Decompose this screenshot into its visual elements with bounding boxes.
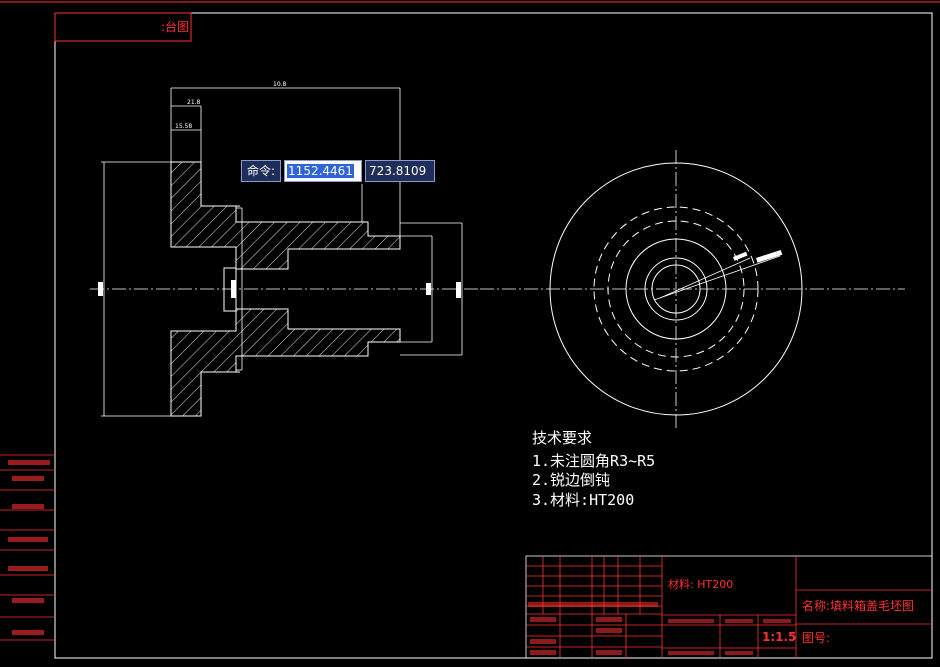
scale-value: 1:1.5 bbox=[762, 630, 796, 644]
end-view[interactable] bbox=[549, 162, 803, 416]
requirement-item-1: 1.未注圆角R3~R5 bbox=[532, 452, 655, 470]
command-input-overlay[interactable]: 命令: 1152.4461 723.8109 bbox=[241, 160, 436, 182]
corner-label-box bbox=[54, 12, 192, 42]
left-binding-labels bbox=[8, 460, 50, 635]
y-coordinate-input[interactable]: 723.8109 bbox=[365, 160, 436, 182]
bolt-circle-outer bbox=[593, 206, 759, 372]
boss-circle bbox=[625, 238, 727, 340]
drawing-number-label: 图号: bbox=[802, 631, 830, 645]
requirement-item-3: 3.材料:HT200 bbox=[532, 491, 634, 509]
part-name-label: 名称:填料箱盖毛坯图 bbox=[802, 598, 914, 613]
bolt-circle-inner bbox=[607, 220, 745, 358]
section-view[interactable] bbox=[170, 161, 463, 417]
section-lower-hatch bbox=[170, 308, 401, 417]
dimension-small: 15.58 bbox=[175, 123, 192, 130]
radial-leader-short bbox=[659, 257, 751, 299]
dimension-overall: 10.8 bbox=[273, 81, 287, 88]
dimension-mid: 21.8 bbox=[187, 99, 201, 106]
title-block-small-labels bbox=[528, 602, 791, 655]
requirement-item-2: 2.锐边倒钝 bbox=[532, 471, 610, 489]
corner-label: :台图 bbox=[161, 19, 189, 34]
material-label: 材料: HT200 bbox=[668, 577, 733, 591]
x-coordinate-input[interactable]: 1152.4461 bbox=[284, 160, 363, 182]
command-label: 命令: bbox=[241, 160, 282, 182]
hub-inner-circle bbox=[651, 264, 701, 314]
x-coordinate-value: 1152.4461 bbox=[287, 164, 354, 178]
radial-leader-long bbox=[653, 255, 781, 301]
dimension-lines bbox=[101, 87, 401, 417]
left-binding-column bbox=[0, 454, 55, 641]
hub-outer-circle bbox=[644, 257, 708, 321]
outer-circle bbox=[549, 162, 803, 416]
requirements-title: 技术要求 bbox=[532, 429, 592, 447]
dimension-vertical-labels bbox=[98, 280, 461, 298]
drawing-frame bbox=[54, 12, 933, 659]
